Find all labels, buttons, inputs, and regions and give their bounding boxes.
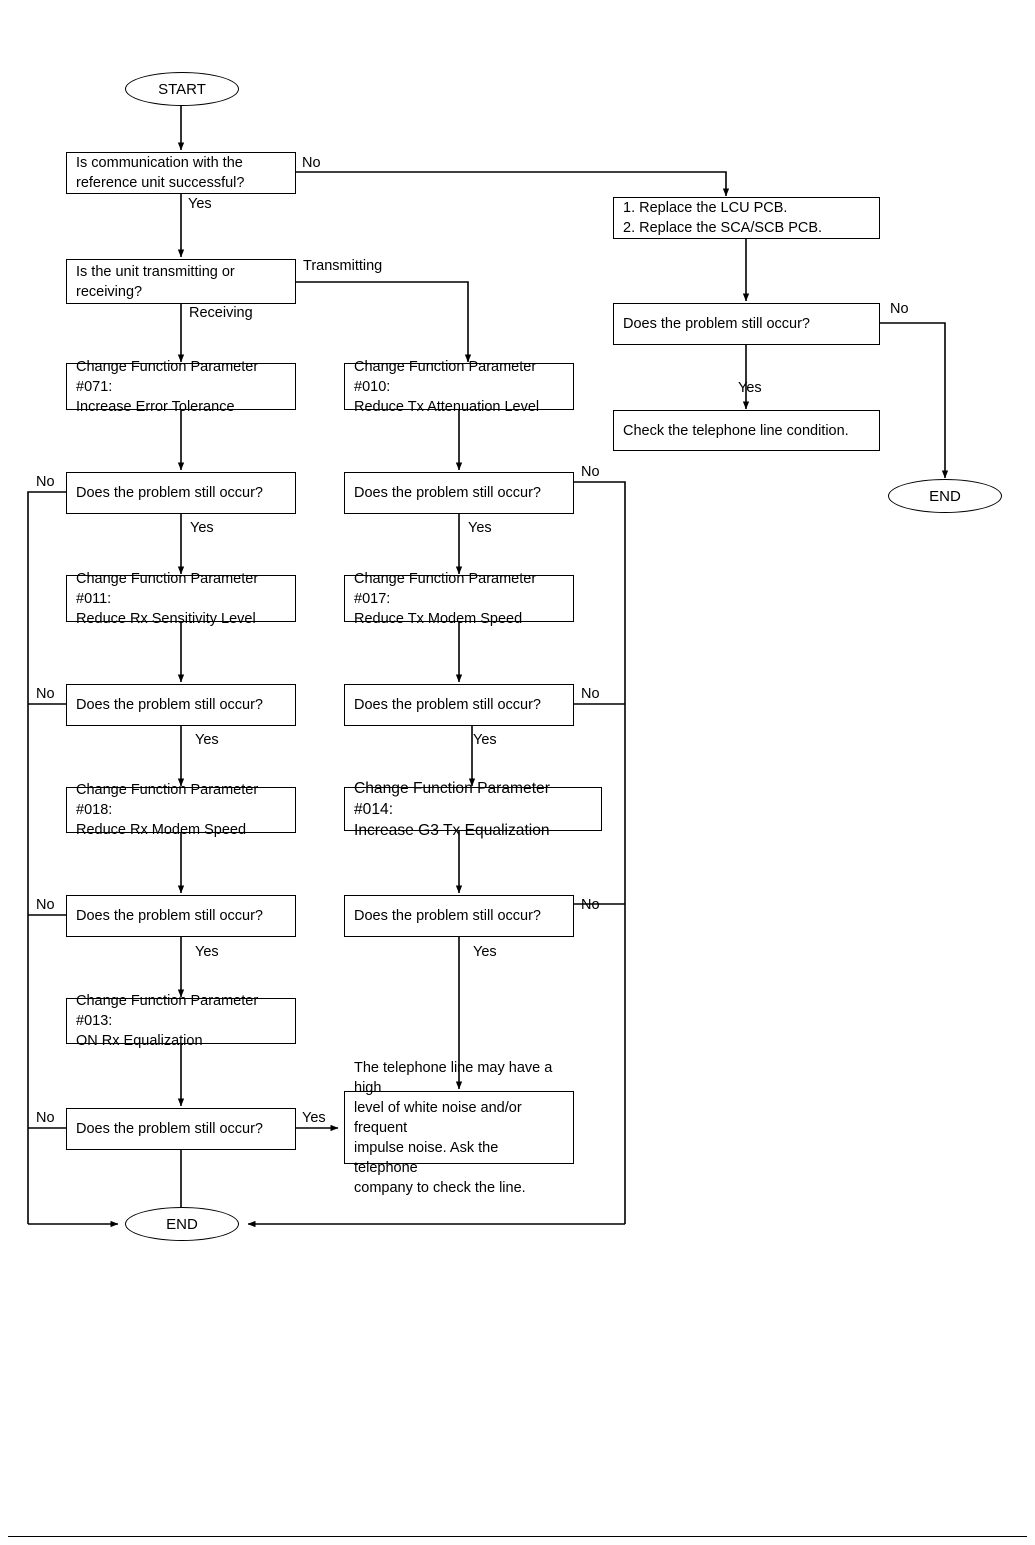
edge-label-no-middle-3: No (581, 897, 600, 913)
process-parameter-017-label: Change Function Parameter #017: Reduce T… (354, 570, 537, 627)
edge-label-yes-middle-2: Yes (473, 732, 497, 748)
decision-problem-left-2: Does the problem still occur? (66, 684, 296, 726)
decision-problem-middle-3: Does the problem still occur? (344, 895, 574, 937)
terminal-start-label: START (158, 80, 206, 98)
process-parameter-011: Change Function Parameter #011: Reduce R… (66, 571, 296, 627)
decision-transmitting-or-receiving-label: Is the unit transmitting or receiving? (76, 263, 235, 300)
terminal-end-bottom: END (125, 1207, 239, 1241)
process-check-telephone-line-label: Check the telephone line condition. (623, 422, 849, 439)
process-parameter-014: Change Function Parameter #014: Increase… (344, 780, 602, 839)
decision-problem-middle-2-label: Does the problem still occur? (354, 697, 541, 713)
edge-label-no-left-1: No (36, 474, 55, 490)
page-bottom-rule (8, 1536, 1027, 1537)
decision-communication-successful: Is communication with the reference unit… (66, 152, 296, 194)
decision-communication-successful-label: Is communication with the reference unit… (76, 155, 245, 191)
notice-telephone-line-noise: The telephone line may have a high level… (344, 1060, 574, 1196)
terminal-end-right: END (888, 479, 1002, 513)
process-replace-pcb-label: 1. Replace the LCU PCB. 2. Replace the S… (623, 200, 823, 236)
edge-label-yes-left-4: Yes (302, 1110, 326, 1126)
edge-label-no-left-2: No (36, 686, 55, 702)
edge-label-yes-left-2: Yes (195, 732, 219, 748)
edge-label-no-middle-1: No (581, 464, 600, 480)
edge-label-no-middle-2: No (581, 686, 600, 702)
decision-transmitting-or-receiving: Is the unit transmitting or receiving? (66, 259, 296, 304)
process-parameter-071-label: Change Function Parameter #071: Increase… (76, 358, 259, 415)
edge-label-transmitting: Transmitting (303, 258, 383, 274)
decision-problem-right: Does the problem still occur? (613, 303, 880, 345)
process-parameter-017: Change Function Parameter #017: Reduce T… (344, 571, 574, 627)
decision-problem-left-3-label: Does the problem still occur? (76, 908, 263, 924)
process-parameter-018: Change Function Parameter #018: Reduce R… (66, 782, 296, 838)
process-parameter-071: Change Function Parameter #071: Increase… (66, 359, 296, 415)
terminal-end-right-label: END (929, 487, 961, 505)
edge-label-yes-communication: Yes (188, 196, 212, 212)
terminal-start: START (125, 72, 239, 106)
decision-problem-middle-2: Does the problem still occur? (344, 684, 574, 726)
terminal-end-bottom-label: END (166, 1215, 198, 1233)
decision-problem-left-2-label: Does the problem still occur? (76, 697, 263, 713)
decision-problem-left-3: Does the problem still occur? (66, 895, 296, 937)
decision-problem-middle-3-label: Does the problem still occur? (354, 908, 541, 924)
process-parameter-010-label: Change Function Parameter #010: Reduce T… (354, 358, 540, 415)
decision-problem-left-4: Does the problem still occur? (66, 1108, 296, 1150)
decision-problem-left-1: Does the problem still occur? (66, 472, 296, 514)
edge-label-yes-middle-1: Yes (468, 520, 492, 536)
edge-label-no-right: No (890, 301, 909, 317)
decision-problem-left-1-label: Does the problem still occur? (76, 485, 263, 501)
decision-problem-right-label: Does the problem still occur? (623, 316, 810, 332)
edge-label-yes-middle-3: Yes (473, 944, 497, 960)
decision-problem-middle-1: Does the problem still occur? (344, 472, 574, 514)
edge-label-receiving: Receiving (189, 305, 253, 321)
process-replace-pcb: 1. Replace the LCU PCB. 2. Replace the S… (613, 197, 880, 239)
process-parameter-011-label: Change Function Parameter #011: Reduce R… (76, 570, 259, 627)
process-parameter-013-label: Change Function Parameter #013: ON Rx Eq… (76, 993, 259, 1049)
notice-telephone-line-noise-label: The telephone line may have a high level… (354, 1059, 553, 1196)
process-check-telephone-line: Check the telephone line condition. (613, 410, 880, 451)
edge-label-yes-left-1: Yes (190, 520, 214, 536)
edge-label-no-left-4: No (36, 1110, 55, 1126)
process-parameter-010: Change Function Parameter #010: Reduce T… (344, 359, 574, 415)
edge-label-yes-left-3: Yes (195, 944, 219, 960)
process-parameter-018-label: Change Function Parameter #018: Reduce R… (76, 782, 259, 838)
process-parameter-014-label: Change Function Parameter #014: Increase… (354, 779, 550, 839)
edge-label-yes-right: Yes (738, 380, 762, 396)
decision-problem-middle-1-label: Does the problem still occur? (354, 485, 541, 501)
edge-label-no-communication: No (302, 155, 321, 171)
edge-label-no-left-3: No (36, 897, 55, 913)
process-parameter-013: Change Function Parameter #013: ON Rx Eq… (66, 993, 296, 1049)
decision-problem-left-4-label: Does the problem still occur? (76, 1121, 263, 1137)
